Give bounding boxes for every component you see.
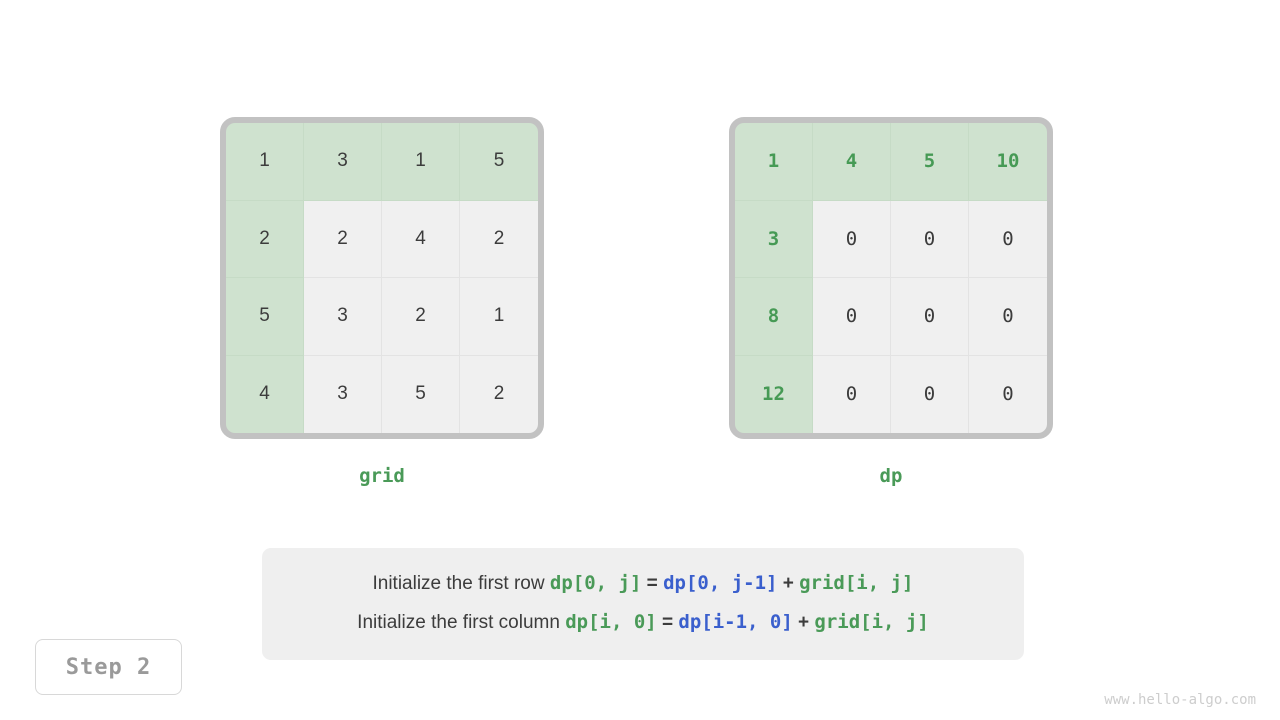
caption-line-first-column: Initialize the first column dp[i, 0] = d… [262, 603, 1024, 642]
dp-cell-1-1: 0 [813, 200, 891, 278]
dp-cell-2-1: 0 [813, 278, 891, 356]
caption-code-source-col: dp[i-1, 0] [678, 611, 793, 633]
caption-plus-col: + [792, 612, 815, 633]
grid-cell-2-0: 5 [226, 278, 304, 356]
caption-code-addend-col: grid[i, j] [814, 611, 929, 633]
dp-cell-1-3: 0 [969, 200, 1047, 278]
grid-cell-0-3: 5 [460, 123, 538, 201]
dp-cell-0-1: 4 [813, 123, 891, 201]
grid-cell-1-2: 4 [382, 200, 460, 278]
step-badge: Step 2 [35, 639, 182, 695]
caption-code-source-row: dp[0, j-1] [663, 572, 778, 594]
watermark: www.hello-algo.com [1104, 692, 1256, 708]
dp-cell-0-3: 10 [969, 123, 1047, 201]
caption-prose-row: Initialize the first row [372, 573, 550, 594]
grid-cell-3-3: 2 [460, 355, 538, 433]
caption-code-target-col: dp[i, 0] [565, 611, 657, 633]
grid-cell-2-1: 3 [304, 278, 382, 356]
grid-cell-0-1: 3 [304, 123, 382, 201]
dp-cell-3-0: 12 [735, 355, 813, 433]
dp-cell-0-0: 1 [735, 123, 813, 201]
grid-cell-0-0: 1 [226, 123, 304, 201]
dp-cell-0-2: 5 [891, 123, 969, 201]
step-badge-label: Step 2 [65, 654, 152, 680]
grid-cell-3-0: 4 [226, 355, 304, 433]
grid-cell-0-2: 1 [382, 123, 460, 201]
dp-cell-3-1: 0 [813, 355, 891, 433]
grid-cell-2-3: 1 [460, 278, 538, 356]
caption-box: Initialize the first row dp[0, j] = dp[0… [262, 548, 1024, 660]
grid-matrix-label: grid [359, 465, 405, 487]
dp-cell-2-3: 0 [969, 278, 1047, 356]
caption-equals-row: = [641, 573, 664, 594]
dp-cell-2-0: 8 [735, 278, 813, 356]
caption-code-addend-row: grid[i, j] [799, 572, 914, 594]
grid-cell-2-2: 2 [382, 278, 460, 356]
dp-cell-1-0: 3 [735, 200, 813, 278]
dp-matrix-label: dp [879, 465, 903, 487]
caption-plus-row: + [777, 573, 800, 594]
grid-cell-3-1: 3 [304, 355, 382, 433]
dp-cell-2-2: 0 [891, 278, 969, 356]
caption-code-target-row: dp[0, j] [549, 572, 642, 594]
caption-equals-col: = [656, 612, 679, 633]
grid-cell-1-1: 2 [304, 200, 382, 278]
caption-line-first-row: Initialize the first row dp[0, j] = dp[0… [262, 564, 1024, 603]
grid-cell-1-0: 2 [226, 200, 304, 278]
dp-cell-1-2: 0 [891, 200, 969, 278]
grid-cell-3-2: 5 [382, 355, 460, 433]
dp-cell-3-3: 0 [969, 355, 1047, 433]
caption-prose-col: Initialize the first column [357, 612, 566, 633]
grid-cell-1-3: 2 [460, 200, 538, 278]
dp-cell-3-2: 0 [891, 355, 969, 433]
watermark-text: www.hello-algo.com [1104, 692, 1256, 708]
